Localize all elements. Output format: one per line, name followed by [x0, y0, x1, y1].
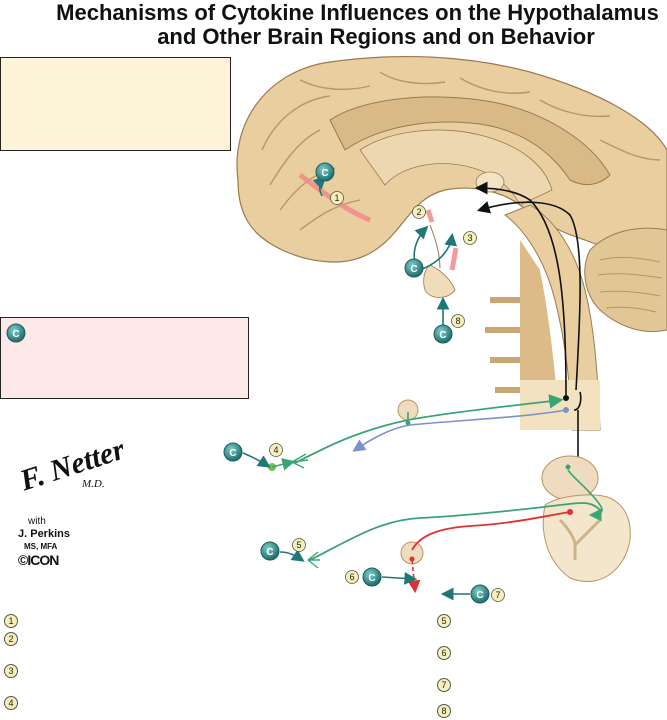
legend-number-8: 8 [437, 704, 451, 718]
cytokine-arrows-periphery [242, 452, 470, 601]
cytokine-icon: C [433, 324, 453, 344]
step-callout-2: 2 [412, 205, 426, 219]
legend-number-1: 1 [4, 614, 18, 628]
cytokine-icon: C [315, 162, 335, 182]
svg-text:3: 3 [467, 233, 472, 243]
signature-degrees: MS, MFA [24, 542, 58, 551]
text-box-pink [0, 317, 249, 399]
legend-number-3: 3 [4, 664, 18, 678]
step-callout-1: 1 [330, 191, 344, 205]
cerebellum [584, 227, 667, 333]
title-line-2: and Other Brain Regions and on Behavior [157, 24, 595, 49]
legend-number-5: 5 [437, 614, 451, 628]
cytokine-label: C [368, 573, 375, 584]
svg-text:7: 7 [495, 590, 500, 600]
cytokine-arrows-brain [312, 175, 457, 325]
cytokine-icon: C [260, 541, 280, 561]
text-box-yellow [0, 57, 231, 151]
icon-logo: ©ICON [18, 552, 59, 568]
cytokine-label: C [321, 168, 328, 179]
cytokine-label: C [12, 329, 19, 340]
legend-number-7: 7 [437, 678, 451, 692]
cytokine-icon: C [362, 567, 382, 587]
step-callout-7: 7 [491, 588, 505, 602]
svg-text:2: 2 [416, 207, 421, 217]
cerebrum [236, 55, 667, 263]
signature-suffix: M.D. [82, 478, 105, 490]
step-callout-8: 8 [451, 314, 465, 328]
signature-with: with [28, 516, 46, 527]
cytokine-icon: C [6, 323, 26, 343]
signature-coauthor: J. Perkins [18, 528, 70, 540]
cytokine-label: C [439, 330, 446, 341]
cytokine-label: C [229, 448, 236, 459]
efferent-pathway-blue [352, 409, 567, 452]
cytokine-icon: C [470, 584, 490, 604]
cytokine-icon: C [404, 258, 424, 278]
artist-signature: F. Netter M.D. with J. Perkins MS, MFA ©… [12, 433, 129, 606]
step-callout-5: 5 [292, 538, 306, 552]
title-line-1: Mechanisms of Cytokine Influences on the… [56, 0, 659, 25]
cytokine-icon: C [223, 442, 243, 462]
cytokine-label: C [266, 547, 273, 558]
svg-text:5: 5 [296, 540, 301, 550]
legend-number-6: 6 [437, 646, 451, 660]
step-callouts: 1 2 3 4 5 6 7 8 [269, 191, 505, 602]
hypothalamus-highlight [425, 209, 435, 223]
spinal-afferent-green [307, 464, 603, 569]
step-callout-3: 3 [463, 231, 477, 245]
cytokine-label: C [476, 590, 483, 601]
svg-text:1: 1 [334, 193, 339, 203]
step-callout-6: 6 [345, 570, 359, 584]
legend-number-4: 4 [4, 696, 18, 710]
cytokine-icons: C C C C C C C C [6, 162, 490, 604]
legend-number-2: 2 [4, 632, 18, 646]
spinal-cord [400, 455, 631, 583]
median-eminence-highlight [449, 247, 459, 271]
svg-text:4: 4 [273, 445, 278, 455]
step-callout-4: 4 [269, 443, 283, 457]
cytokine-label: C [410, 264, 417, 275]
vagal-pathway [268, 394, 564, 471]
svg-text:6: 6 [349, 572, 354, 582]
svg-text:8: 8 [455, 316, 460, 326]
